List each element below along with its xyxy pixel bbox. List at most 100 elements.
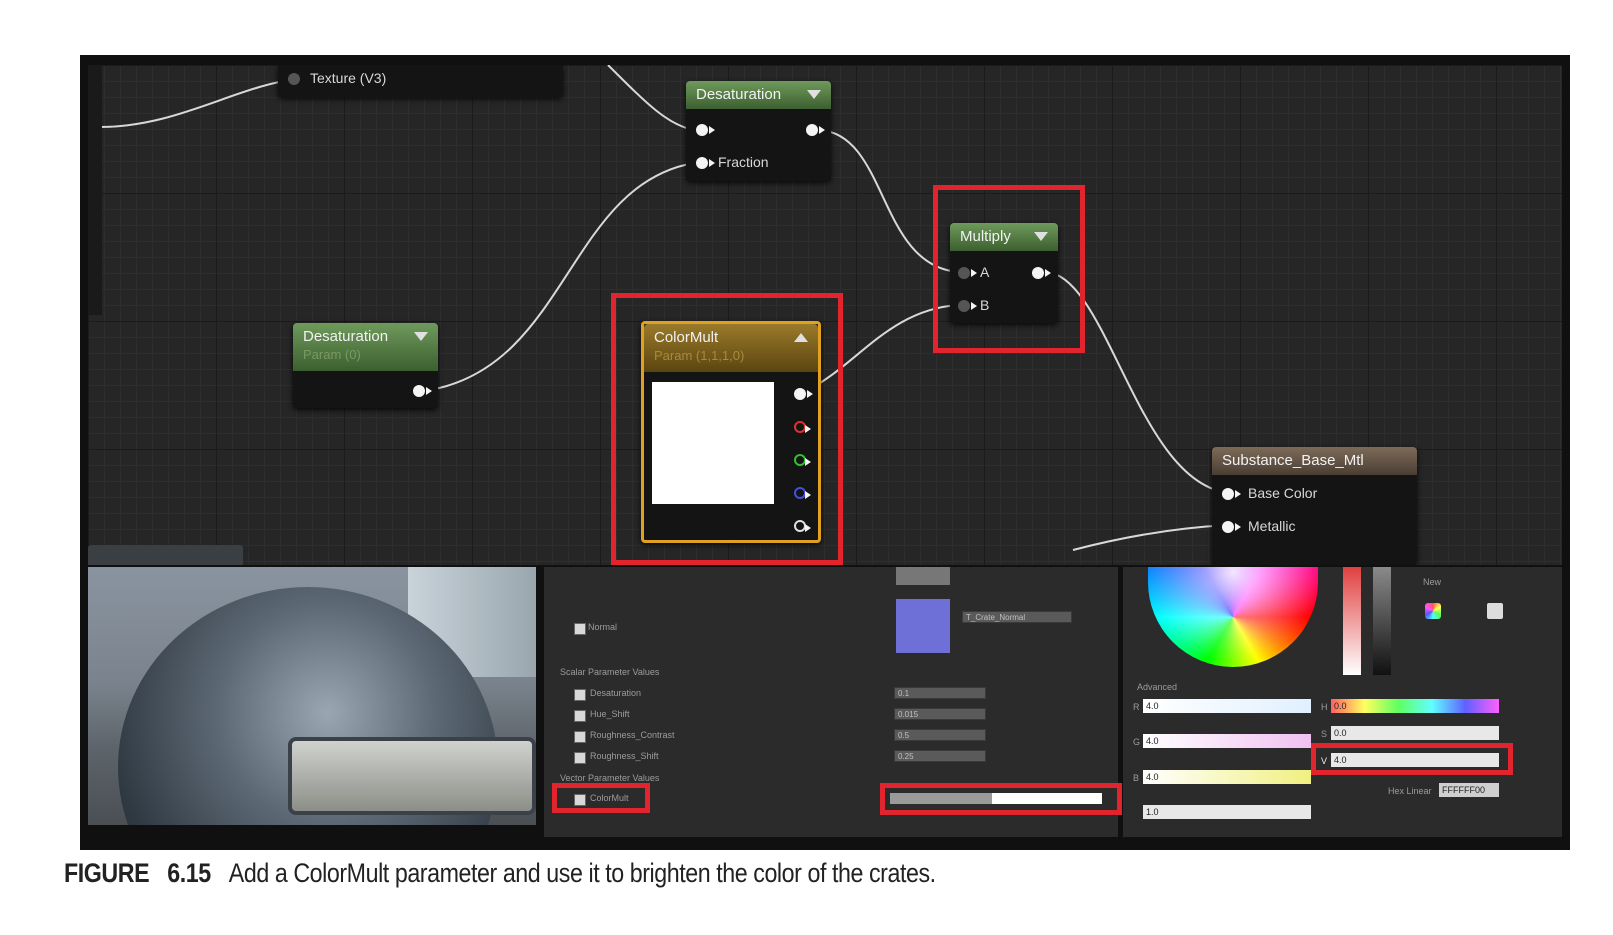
preview-viewport[interactable] — [88, 567, 536, 825]
v-field[interactable]: 4.0 — [1331, 753, 1499, 767]
normal-label: Normal — [588, 622, 618, 632]
colormult-param-subtitle: Param (1,1,1,0) — [654, 348, 745, 363]
material-output-node[interactable]: Substance_Base_Mtl Base Color Metallic — [1212, 447, 1417, 565]
normal-checkbox[interactable] — [574, 623, 586, 635]
material-node-header: Substance_Base_Mtl — [1212, 447, 1417, 475]
b-field[interactable]: 4.0 — [1143, 770, 1311, 784]
b-output-pin[interactable] — [794, 487, 811, 499]
scalar-value-0[interactable]: 0.1 — [894, 687, 986, 699]
desaturation-param-output-pin[interactable] — [413, 385, 432, 397]
multiply-node[interactable]: Multiply A B — [950, 223, 1058, 323]
multiply-b-label: B — [980, 297, 990, 313]
b-label: B — [1133, 773, 1140, 783]
desaturation-node[interactable]: Desaturation Fraction — [686, 81, 831, 181]
desaturation-input-pin[interactable] — [696, 124, 715, 136]
metallic-pin[interactable] — [1222, 521, 1241, 533]
fraction-label: Fraction — [718, 154, 769, 170]
multiply-output-pin[interactable] — [1032, 267, 1051, 279]
multiply-a-pin[interactable] — [958, 267, 977, 279]
g-output-pin[interactable] — [794, 454, 811, 466]
new-color-label: New — [1423, 577, 1442, 587]
colormult-param-label: ColorMult — [590, 793, 629, 803]
r-field[interactable]: 4.0 — [1143, 699, 1311, 713]
scalar-section-label: Scalar Parameter Values — [560, 667, 660, 677]
texture-node[interactable]: Texture (V3) — [278, 65, 563, 97]
advanced-label: Advanced — [1137, 682, 1178, 692]
r-label: R — [1133, 702, 1140, 712]
hex-linear-field[interactable]: FFFFFF00 — [1439, 783, 1499, 797]
color-wheel-center — [1148, 567, 1318, 667]
color-preview-swatch[interactable] — [652, 382, 774, 504]
rgb-output-pin[interactable] — [794, 388, 813, 400]
s-label: S — [1321, 729, 1328, 739]
h-field[interactable]: 0.0 — [1331, 699, 1499, 713]
colormult-color-bar[interactable] — [890, 793, 1102, 804]
texture-input-pin[interactable] — [288, 73, 300, 85]
desaturation-output-pin[interactable] — [806, 124, 825, 136]
figure-caption: FIGURE 6.15 Add a ColorMult parameter an… — [64, 858, 936, 889]
color-wheel-toggle-icon[interactable] — [1425, 603, 1441, 619]
vector-section-label: Vector Parameter Values — [560, 773, 660, 783]
texture-thumb-top — [896, 567, 950, 585]
r-output-pin[interactable] — [794, 421, 811, 433]
colormult-param-title: ColorMult — [654, 329, 719, 346]
a-output-pin[interactable] — [794, 520, 811, 532]
scalar-name-0: Desaturation — [590, 688, 642, 698]
scalar-checkbox-1[interactable] — [574, 710, 586, 722]
colormult-checkbox[interactable] — [574, 794, 586, 806]
texture-pin-label: Texture (V3) — [310, 70, 387, 86]
desaturation-param-header: Desaturation Param (0) — [293, 323, 438, 371]
g-field[interactable]: 4.0 — [1143, 734, 1311, 748]
h-label: H — [1321, 702, 1328, 712]
scalar-name-2: Roughness_Contrast — [590, 730, 675, 740]
saturation-slider[interactable] — [1343, 567, 1361, 675]
color-picker-panel: New Advanced R 4.0 G 4.0 B 4.0 1.0 H 0.0… — [1123, 567, 1562, 837]
colormult-highlight — [611, 293, 843, 565]
figure-number: 6.15 — [167, 858, 211, 888]
wire-desatparam-to-fraction — [429, 162, 695, 391]
desaturation-param-subtitle: Param (0) — [303, 347, 361, 362]
base-color-label: Base Color — [1248, 485, 1318, 501]
expand-arrow-icon[interactable] — [794, 333, 808, 342]
value-slider[interactable] — [1373, 567, 1391, 675]
scalar-checkbox-0[interactable] — [574, 689, 586, 701]
material-details-panel: T_Crate_Normal Normal Scalar Parameter V… — [544, 567, 1122, 837]
wire-texture-to-desat — [607, 65, 695, 131]
desaturation-param-node[interactable]: Desaturation Param (0) — [293, 323, 438, 408]
left-edge-pin-strip — [88, 65, 102, 315]
screenshot-frame: Texture (V3) Desaturation Fraction Desat… — [80, 55, 1570, 850]
multiply-a-label: A — [980, 264, 990, 280]
desaturation-param-title: Desaturation — [303, 328, 389, 345]
scalar-name-3: Roughness_Shift — [590, 751, 659, 761]
wire-multiply-to-basecolor — [1045, 271, 1231, 494]
eyedropper-icon[interactable] — [1487, 603, 1503, 619]
desaturation-node-title: Desaturation — [696, 86, 782, 103]
collapse-arrow-icon[interactable] — [1034, 232, 1048, 241]
graph-wires — [99, 65, 1231, 551]
normal-texture-thumb[interactable] — [896, 599, 950, 653]
scalar-checkbox-3[interactable] — [574, 752, 586, 764]
multiply-b-pin[interactable] — [958, 300, 977, 312]
colormult-param-node[interactable]: ColorMult Param (1,1,1,0) — [641, 321, 821, 543]
a-field[interactable]: 1.0 — [1143, 805, 1311, 819]
scrollbar-stub[interactable] — [88, 545, 243, 565]
v-field-highlight — [1311, 743, 1513, 775]
g-label: G — [1133, 737, 1141, 747]
scalar-value-1[interactable]: 0.015 — [894, 708, 986, 720]
s-field[interactable]: 0.0 — [1331, 726, 1499, 740]
collapse-arrow-icon[interactable] — [414, 332, 428, 341]
scalar-value-3[interactable]: 0.25 — [894, 750, 986, 762]
wire-texture — [99, 78, 299, 128]
wire-desat-to-multiply-a — [819, 129, 959, 273]
material-node-title: Substance_Base_Mtl — [1222, 452, 1364, 469]
multiply-node-header: Multiply — [950, 223, 1058, 251]
colormult-row-highlight — [552, 783, 650, 813]
base-color-pin[interactable] — [1222, 488, 1241, 500]
material-graph-canvas[interactable]: Texture (V3) Desaturation Fraction Desat… — [88, 65, 1562, 565]
figure-caption-text: Add a ColorMult parameter and use it to … — [228, 858, 936, 888]
fraction-input-pin[interactable] — [696, 157, 715, 169]
texture-selector[interactable]: T_Crate_Normal — [962, 611, 1072, 623]
collapse-arrow-icon[interactable] — [807, 90, 821, 99]
scalar-checkbox-2[interactable] — [574, 731, 586, 743]
scalar-value-2[interactable]: 0.5 — [894, 729, 986, 741]
